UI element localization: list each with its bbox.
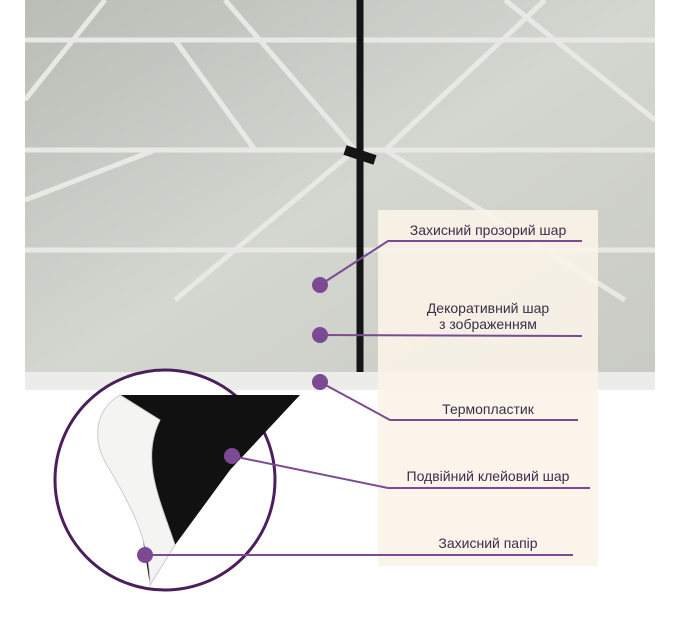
detail-circle (53, 368, 300, 592)
layer-label-protective-paper: Захисний папір (438, 535, 538, 551)
marker-dot (312, 374, 328, 390)
marker-dot (224, 448, 240, 464)
layer-label-adhesive: Подвійний клейовий шар (406, 468, 570, 484)
leader-lines (145, 240, 590, 556)
layer-label-thermoplastic: Термопластик (442, 401, 534, 417)
marker-dot (312, 327, 328, 343)
label-panel (378, 210, 598, 566)
layer-label-protective-clear: Захисний прозорий шар (409, 222, 567, 238)
layer-label-decorative-line2: з зображенням (439, 316, 537, 332)
marker-dot (312, 277, 328, 293)
layer-label-decorative-line1: Декоративний шар (426, 300, 550, 316)
marker-dot (137, 547, 153, 563)
